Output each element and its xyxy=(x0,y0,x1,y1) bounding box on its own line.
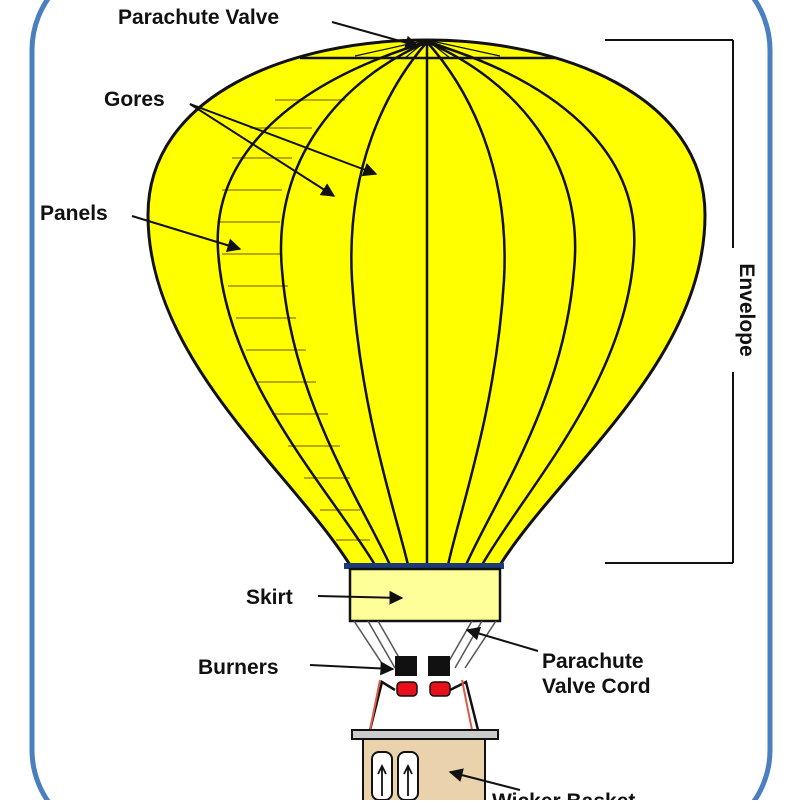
leader-burners xyxy=(309,661,395,676)
leader-panels xyxy=(131,215,242,253)
leader-parachute-valve xyxy=(331,21,420,50)
label-envelope: Envelope xyxy=(735,263,758,356)
wicker-basket xyxy=(351,729,499,805)
label-parachute-valve-cord-line2: Valve Cord xyxy=(542,675,651,698)
fuel-tank-left-arrow xyxy=(377,763,387,796)
burner-frame xyxy=(368,680,480,731)
envelope xyxy=(146,38,707,569)
label-parachute-valve-cord-line1: Parachute xyxy=(542,650,644,673)
leader-wicker-basket xyxy=(448,768,521,791)
burner-left-top xyxy=(395,656,417,676)
burners xyxy=(395,656,451,697)
label-parachute-valve: Parachute Valve xyxy=(118,6,279,29)
leader-lines xyxy=(131,21,539,791)
burner-right-top xyxy=(428,656,450,676)
leader-parachute-valve-cord xyxy=(465,626,539,652)
label-wicker-basket: Wicker Basket xyxy=(492,790,635,800)
frame-border xyxy=(29,0,773,805)
leader-skirt xyxy=(317,590,404,605)
label-burners: Burners xyxy=(198,656,279,679)
suspension-lines xyxy=(353,620,497,669)
label-gores: Gores xyxy=(104,88,165,111)
burner-right-flame xyxy=(429,681,451,697)
fuel-tank-right-arrow xyxy=(403,763,413,796)
leader-gores-2 xyxy=(189,103,336,197)
leader-gores-1 xyxy=(189,103,378,177)
basket-rim xyxy=(351,729,499,740)
envelope-bracket xyxy=(605,39,734,564)
label-panels: Panels xyxy=(40,202,108,225)
gore-seams xyxy=(216,40,636,565)
skirt xyxy=(348,567,502,623)
label-skirt: Skirt xyxy=(246,586,293,609)
burner-left-flame xyxy=(396,681,418,697)
